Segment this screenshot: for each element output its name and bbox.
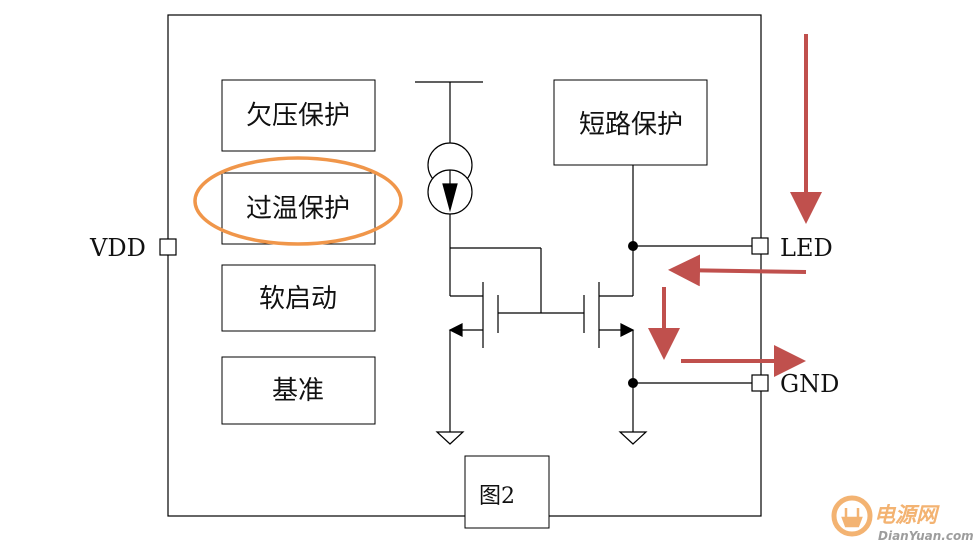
- led-pin: LED: [751, 234, 833, 262]
- vdd-pin-label: VDD: [89, 234, 146, 262]
- highlight-ellipse: [193, 156, 403, 246]
- watermark-cn: 电源网: [874, 503, 940, 527]
- ground-symbol-right: [618, 431, 648, 445]
- watermark-en: DianYuan.com: [878, 529, 974, 543]
- shortcircuit-block: 短路保护: [553, 79, 708, 166]
- plug-logo-icon: [831, 495, 873, 537]
- reference-label: 基准: [272, 376, 324, 406]
- gnd-node-dot: [628, 378, 638, 388]
- gnd-pin: GND: [751, 370, 839, 398]
- current-mirror: [448, 165, 752, 432]
- arrow-left-from-led: [668, 254, 807, 287]
- current-flow-arrows: [648, 34, 822, 377]
- overtemp-block: 过温保护: [221, 172, 376, 245]
- vdd-pin: VDD: [89, 234, 177, 262]
- figure-label-box: 图2: [464, 455, 550, 529]
- softstart-block: 软启动: [221, 264, 376, 332]
- led-pin-label: LED: [780, 234, 833, 262]
- softstart-label: 软启动: [259, 284, 337, 314]
- shortcircuit-label: 短路保护: [579, 110, 683, 140]
- gnd-pin-label: GND: [780, 370, 839, 398]
- watermark: 电源网 DianYuan.com: [831, 495, 974, 543]
- led-node-dot: [628, 241, 638, 251]
- overtemp-label: 过温保护: [246, 194, 350, 224]
- ground-symbol-left: [435, 431, 465, 445]
- figure-label: 图2: [479, 484, 515, 509]
- undervoltage-block: 欠压保护: [221, 79, 376, 152]
- current-source: [415, 81, 483, 296]
- reference-block: 基准: [221, 356, 376, 425]
- undervoltage-label: 欠压保护: [246, 101, 350, 131]
